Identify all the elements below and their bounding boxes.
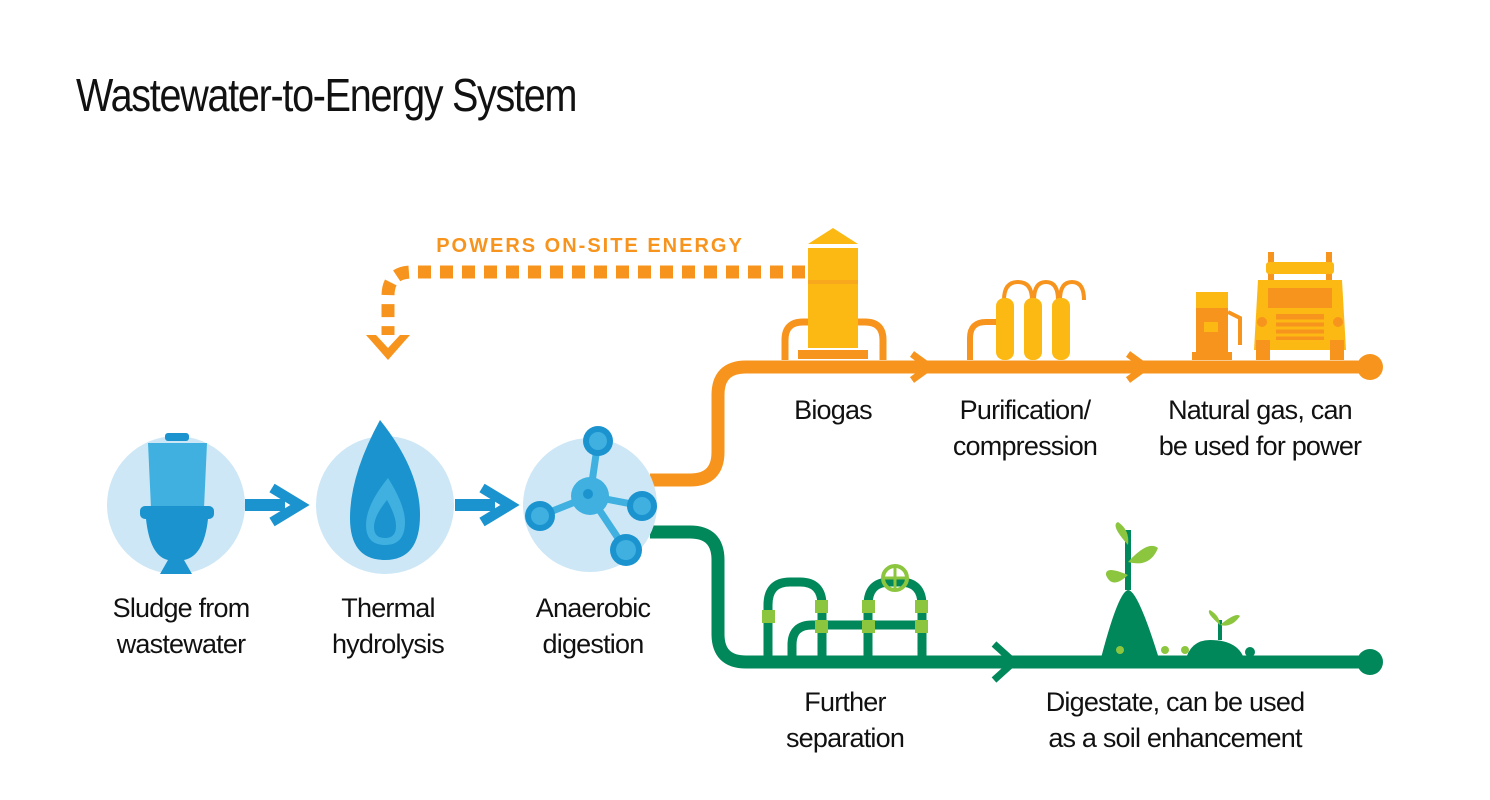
step-label-anaerobic: Anaerobic digestion (508, 590, 678, 662)
step-label-line: Digestate, can be used (1045, 687, 1305, 717)
water-drop-icon (316, 420, 454, 574)
step-label-line: as a soil enhancement (1048, 723, 1302, 753)
diagram-title: Wastewater-to-Energy System (76, 69, 577, 121)
step-label-line: wastewater (116, 629, 246, 659)
step-label-line: Further (804, 687, 886, 717)
step-label-line: Purification/ (959, 395, 1091, 425)
molecule-icon (523, 426, 657, 572)
digestate-pipeline (650, 525, 1383, 683)
step-label-line: compression (952, 431, 1098, 461)
gas-tank-icon (781, 228, 887, 360)
step-label-thermal: Thermal hydrolysis (303, 590, 473, 662)
step-label-line: Sludge from (112, 593, 251, 623)
feedback-dotted-arrow (366, 265, 805, 360)
step-label-digestate: Digestate, can be used as a soil enhance… (1030, 684, 1320, 756)
step-label-biogas: Biogas (768, 392, 898, 428)
step-label-natural-gas: Natural gas, can be used for power (1140, 392, 1380, 464)
toilet-icon (107, 433, 245, 574)
gas-pump-icon (1192, 292, 1242, 360)
biogas-pipeline (650, 351, 1383, 487)
blue-flow-arrows (245, 483, 520, 527)
step-label-purification: Purification/ compression (930, 392, 1120, 464)
step-label-line: separation (785, 723, 905, 753)
chevron-right-icon (909, 351, 936, 383)
step-label-line: Natural gas, can (1168, 395, 1353, 425)
truck-icon (1254, 252, 1346, 360)
step-label-line: digestion (542, 629, 645, 659)
powers-on-site-energy-label: POWERS ON-SITE ENERGY (436, 235, 744, 257)
chevron-right-icon (991, 641, 1020, 683)
chevron-right-icon (1125, 351, 1152, 383)
step-label-sludge: Sludge from wastewater (96, 590, 266, 662)
down-chevron-icon (366, 335, 410, 360)
step-label-line: Biogas (794, 395, 873, 425)
step-label-line: Thermal (341, 593, 435, 623)
biogas-end-dot (1357, 354, 1383, 380)
step-label-separation: Further separation (760, 684, 930, 756)
step-label-line: hydrolysis (331, 629, 445, 659)
step-label-line: be used for power (1158, 431, 1362, 461)
separation-pipes-icon (762, 564, 928, 662)
digestate-end-dot (1357, 649, 1383, 675)
plant-mound-icon (1100, 522, 1255, 662)
step-label-line: Anaerobic (535, 593, 651, 623)
purification-tanks-icon (967, 279, 1086, 360)
